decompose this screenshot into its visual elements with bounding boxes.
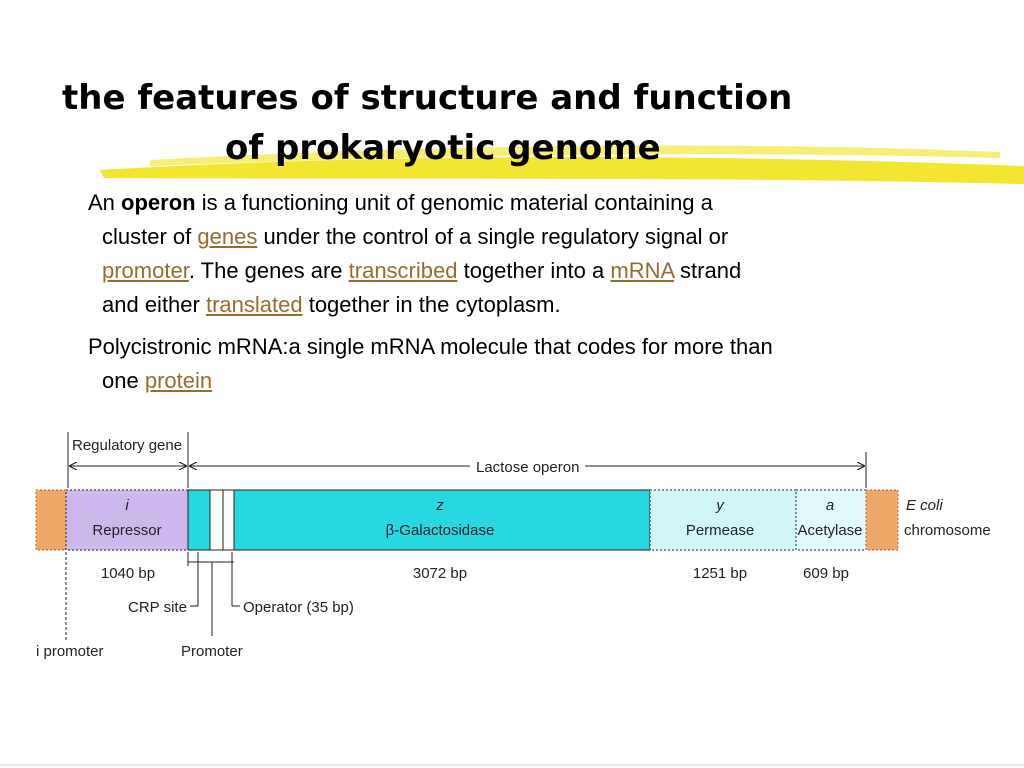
link-genes[interactable]: genes (197, 224, 258, 249)
galactosidase-gene (233, 489, 651, 551)
permease-gene (649, 489, 797, 551)
link-mrna[interactable]: mRNA (610, 258, 674, 283)
operator-region (209, 489, 224, 551)
text: Polycistronic mRNA:a single mRNA molecul… (88, 334, 773, 359)
ecoli-label: E coli (906, 497, 943, 514)
text: under the control of a single regulatory… (257, 224, 729, 249)
text: strand (673, 258, 742, 283)
gene-letter-z: z (435, 497, 444, 514)
gene-name-repressor: Repressor (92, 522, 161, 539)
promoter-region (187, 489, 211, 551)
promoter-label: Promoter (181, 643, 243, 660)
link-transcribed[interactable]: transcribed (348, 258, 458, 283)
operon-paragraph: An operon is a functioning unit of genom… (88, 186, 988, 322)
title-highlight (100, 145, 1024, 184)
size-permease: 1251 bp (693, 565, 747, 582)
chromosome-label: chromosome (904, 522, 991, 539)
text: one (102, 368, 145, 393)
link-promoter[interactable]: promoter (102, 258, 189, 283)
text: An (88, 190, 122, 215)
repressor-gene (65, 489, 189, 551)
text: cluster of (102, 224, 198, 249)
chromosome-right-end (865, 489, 899, 551)
i-promoter-label: i promoter (36, 643, 104, 660)
gene-letter-a: a (826, 497, 834, 514)
text: together into a (457, 258, 611, 283)
gene-name-permease: Permease (686, 522, 754, 539)
title-line-1: the features of structure and function (62, 78, 793, 118)
size-repressor: 1040 bp (101, 565, 155, 582)
text: together in the cytoplasm. (302, 292, 561, 317)
polycistronic-paragraph: Polycistronic mRNA:a single mRNA molecul… (88, 330, 988, 398)
gene-name-galactosidase: β-Galactosidase (386, 522, 495, 539)
link-translated[interactable]: translated (205, 292, 303, 317)
text: and either (102, 292, 206, 317)
text: is a functioning unit of genomic materia… (195, 190, 713, 215)
operator-label: Operator (35 bp) (243, 599, 354, 616)
size-galactosidase: 3072 bp (413, 565, 467, 582)
operon-bold: operon (121, 190, 196, 215)
chromosome-left-end (35, 489, 67, 551)
title-line-2: of prokaryotic genome (225, 128, 661, 168)
footer-rule (0, 764, 1024, 766)
link-protein[interactable]: protein (144, 368, 213, 393)
gene-letter-y: y (715, 497, 725, 514)
regulatory-gene-label: Regulatory gene (72, 437, 182, 454)
text: . The genes are (188, 258, 349, 283)
lactose-operon-label: Lactose operon (476, 459, 579, 476)
crp-site-label: CRP site (128, 599, 187, 616)
gene-name-acetylase: Acetylase (797, 522, 862, 539)
size-acetylase: 609 bp (803, 565, 849, 582)
gene-letter-i: i (125, 497, 129, 514)
